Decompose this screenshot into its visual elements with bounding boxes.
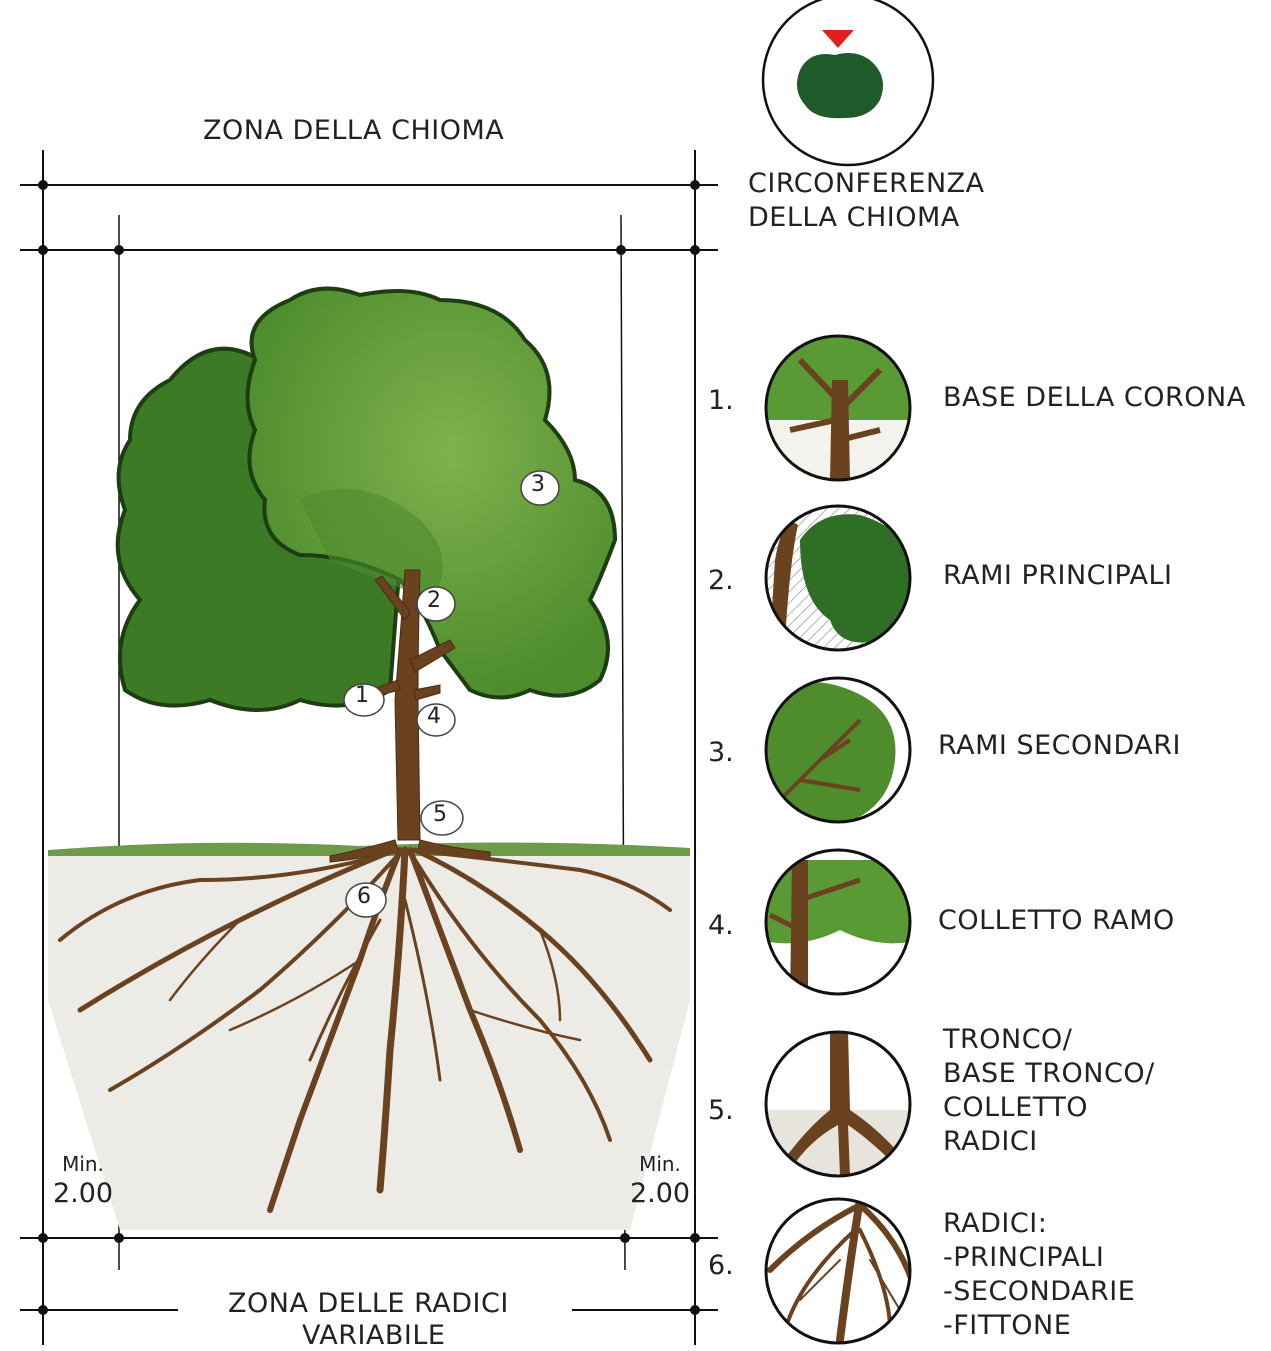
legend-num-2: 2. [708, 565, 734, 596]
legend-num-4: 4. [708, 910, 734, 941]
marker-1: 1 [355, 683, 369, 708]
root-zone-line-2: VARIABILE [302, 1320, 446, 1351]
min-left-label: Min. 2.00 [48, 1152, 118, 1211]
legend-num-6: 6. [708, 1250, 734, 1281]
min-left-prefix: Min. [48, 1152, 118, 1177]
crown-top-view [797, 53, 883, 118]
marker-6: 6 [357, 884, 371, 909]
marker-4: 4 [427, 704, 441, 729]
root-zone-line-1: ZONA DELLE RADICI [228, 1288, 509, 1319]
crown-circumference-line-2: DELLA CHIOMA [748, 202, 960, 233]
legend-circle-4 [760, 850, 920, 1010]
legend-circle-3 [760, 670, 920, 830]
legend-label-1: BASE DELLA CORONA [943, 382, 1246, 413]
legend-label-6-line-4: -FITTONE [943, 1310, 1071, 1341]
crown-circumference-line-1: CIRCONFERENZA [748, 168, 985, 199]
legend-label-3: RAMI SECONDARI [938, 730, 1181, 761]
crown-zone-label: ZONA DELLA CHIOMA [203, 115, 504, 146]
min-right-label: Min. 2.00 [625, 1152, 695, 1211]
legend-label-5-line-1: TRONCO/ [943, 1024, 1072, 1055]
marker-3: 3 [531, 472, 545, 497]
marker-5: 5 [433, 802, 447, 827]
legend-num-1: 1. [708, 385, 734, 416]
legend-label-5-line-3: COLLETTO [943, 1092, 1088, 1123]
legend-label-2: RAMI PRINCIPALI [943, 560, 1173, 591]
legend-label-5-line-4: RADICI [943, 1126, 1038, 1157]
legend-num-3: 3. [708, 737, 734, 768]
legend-circle-1 [760, 330, 920, 490]
legend-label-6-line-1: RADICI: [943, 1208, 1047, 1239]
min-right-value: 2.00 [625, 1177, 695, 1211]
legend-label-4: COLLETTO RAMO [938, 905, 1175, 936]
legend-circle-2 [760, 500, 920, 660]
min-right-prefix: Min. [625, 1152, 695, 1177]
legend-circle-6 [760, 1195, 920, 1349]
legend-label-6-line-2: -PRINCIPALI [943, 1242, 1104, 1273]
min-left-value: 2.00 [48, 1177, 118, 1211]
legend-label-5-line-2: BASE TRONCO/ [943, 1058, 1155, 1089]
legend-num-5: 5. [708, 1095, 734, 1126]
legend-label-6-line-3: -SECONDARIE [943, 1276, 1135, 1307]
legend-circle-5 [760, 1030, 920, 1190]
marker-2: 2 [427, 588, 441, 613]
